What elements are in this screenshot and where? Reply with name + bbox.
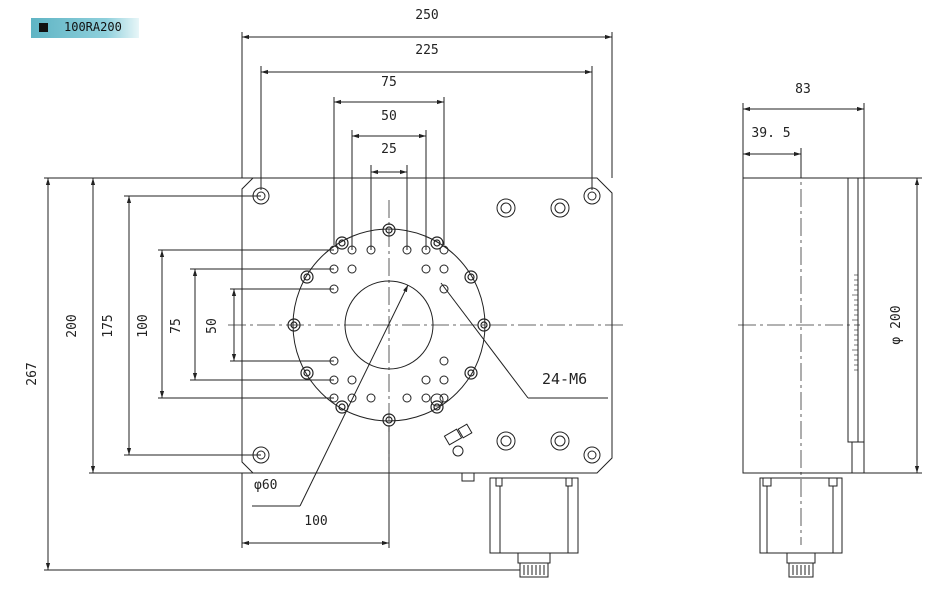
dim-200-left: 200 xyxy=(65,314,80,337)
dim-83: 83 xyxy=(795,82,811,97)
dim-250: 250 xyxy=(415,8,438,23)
callout-24-m6: 24-M6 xyxy=(542,370,587,388)
model-name: 100RA200 xyxy=(64,20,122,34)
dim-100-left: 100 xyxy=(136,314,151,337)
dim-175: 175 xyxy=(101,314,116,337)
dim-phi200: φ 200 xyxy=(889,305,904,344)
model-tag: 100RA200 xyxy=(31,18,139,38)
dim-25-top: 25 xyxy=(381,142,397,157)
plate-outline xyxy=(241,177,613,474)
dim-75-left: 75 xyxy=(169,318,184,334)
center-bore xyxy=(344,280,434,370)
rotary-stage-outline xyxy=(292,228,486,422)
dim-50-left: 50 xyxy=(205,318,220,334)
dim-50-top: 50 xyxy=(381,109,397,124)
dim-100-bottom: 100 xyxy=(304,514,327,529)
dim-267: 267 xyxy=(25,362,40,385)
dim-39-5: 39. 5 xyxy=(751,126,790,141)
dim-75-top: 75 xyxy=(381,75,397,90)
side-view-body xyxy=(742,177,865,474)
dim-225: 225 xyxy=(415,43,438,58)
callout-phi60: φ60 xyxy=(254,478,277,493)
tag-bullet-icon xyxy=(39,23,48,32)
